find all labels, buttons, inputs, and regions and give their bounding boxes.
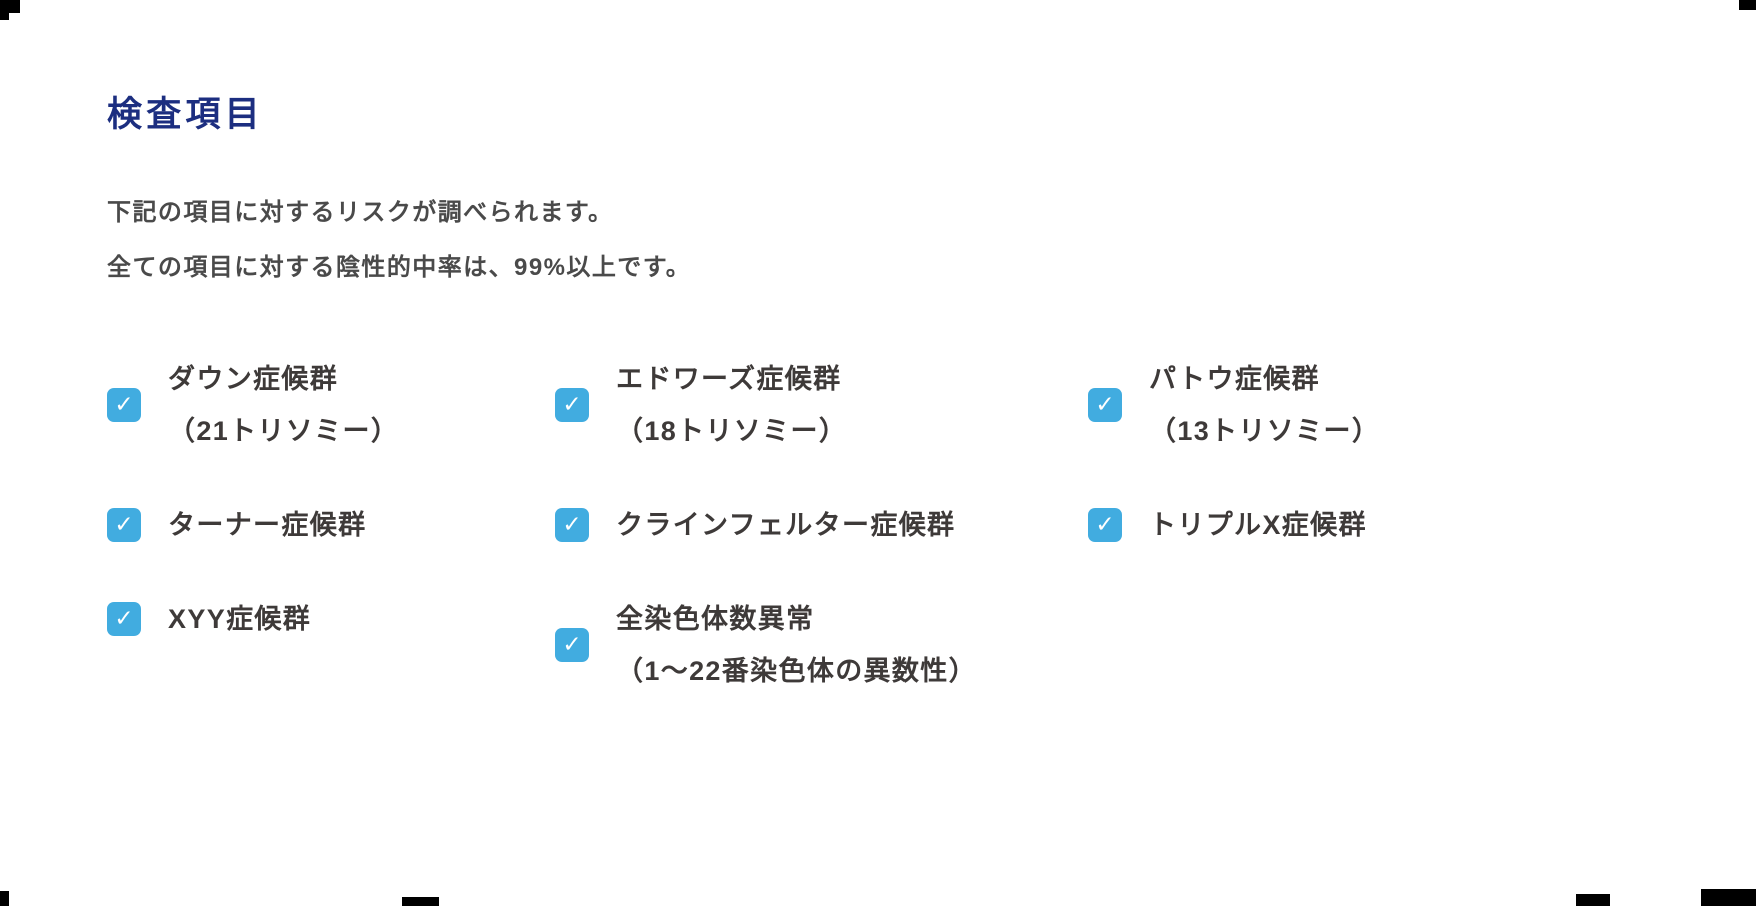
check-icon: ✓ <box>562 390 582 417</box>
section-description: 下記の項目に対するリスクが調べられます。 全ての項目に対する陰性的中率は、99%… <box>107 185 1756 295</box>
crop-mark <box>0 891 9 906</box>
test-item-label: ターナー症候群 <box>168 510 367 541</box>
check-icon: ✓ <box>114 510 134 537</box>
check-icon: ✓ <box>562 630 582 657</box>
test-item-label: XYY症候群 <box>168 604 312 635</box>
check-icon: ✓ <box>1095 510 1115 537</box>
test-item-edwards-syndrome: ✓ エドワーズ症候群 （18トリソミー） <box>555 353 1088 457</box>
checkbox-turner-syndrome[interactable]: ✓ <box>107 508 141 543</box>
crop-mark <box>1576 894 1610 906</box>
test-items-grid: ✓ ダウン症候群 （21トリソミー） ✓ エドワーズ症候群 （18トリソミー） <box>107 353 1756 697</box>
description-line-1: 下記の項目に対するリスクが調べられます。 <box>107 199 614 226</box>
test-items-row-3: ✓ XYY症候群 ✓ 全染色体数異常 （1〜22番染色体の異数性） <box>107 593 1756 697</box>
checkbox-down-syndrome[interactable]: ✓ <box>107 388 141 423</box>
check-icon: ✓ <box>114 390 134 417</box>
test-items-row-1: ✓ ダウン症候群 （21トリソミー） ✓ エドワーズ症候群 （18トリソミー） <box>107 353 1756 457</box>
check-icon: ✓ <box>1095 390 1115 417</box>
test-item-label: パトウ症候群 （13トリソミー） <box>1149 364 1381 447</box>
checkbox-edwards-syndrome[interactable]: ✓ <box>555 388 589 423</box>
test-item-label: エドワーズ症候群 （18トリソミー） <box>616 364 848 447</box>
crop-mark <box>402 897 439 906</box>
crop-mark <box>1701 889 1756 906</box>
test-item-label: トリプルX症候群 <box>1149 510 1367 541</box>
test-item-all-chromosome-aneuploidy: ✓ 全染色体数異常 （1〜22番染色体の異数性） <box>555 593 1088 697</box>
checkbox-patau-syndrome[interactable]: ✓ <box>1088 388 1122 423</box>
checkbox-triple-x-syndrome[interactable]: ✓ <box>1088 508 1122 543</box>
test-item-label: クラインフェルター症候群 <box>616 510 956 541</box>
test-item-down-syndrome: ✓ ダウン症候群 （21トリソミー） <box>107 353 555 457</box>
test-item-label: ダウン症候群 （21トリソミー） <box>168 364 400 447</box>
test-item-turner-syndrome: ✓ ターナー症候群 <box>107 499 555 551</box>
checkbox-klinefelter-syndrome[interactable]: ✓ <box>555 508 589 543</box>
section-title: 検査項目 <box>107 95 264 134</box>
checkbox-all-chromosome-aneuploidy[interactable]: ✓ <box>555 628 589 663</box>
test-item-xyy-syndrome: ✓ XYY症候群 <box>107 593 555 645</box>
test-items-section: 検査項目 下記の項目に対するリスクが調べられます。 全ての項目に対する陰性的中率… <box>107 95 1756 697</box>
checkbox-xyy-syndrome[interactable]: ✓ <box>107 602 141 637</box>
description-line-2: 全ての項目に対する陰性的中率は、99%以上です。 <box>107 254 692 282</box>
check-icon: ✓ <box>562 510 582 537</box>
test-item-label: 全染色体数異常 （1〜22番染色体の異数性） <box>616 604 977 687</box>
test-item-klinefelter-syndrome: ✓ クラインフェルター症候群 <box>555 499 1088 551</box>
test-item-patau-syndrome: ✓ パトウ症候群 （13トリソミー） <box>1088 353 1756 457</box>
test-item-triple-x-syndrome: ✓ トリプルX症候群 <box>1088 499 1756 551</box>
check-icon: ✓ <box>114 604 134 631</box>
crop-mark <box>0 0 9 20</box>
test-items-row-2: ✓ ターナー症候群 ✓ クラインフェルター症候群 ✓ トリプルX <box>107 499 1756 551</box>
crop-mark <box>1739 0 1756 10</box>
